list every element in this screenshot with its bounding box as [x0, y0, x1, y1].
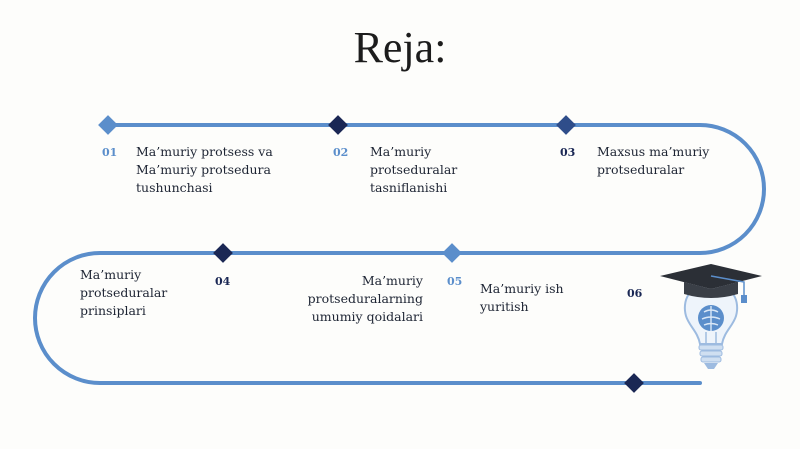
- timeline-node-05: [442, 243, 462, 263]
- timeline-node-06: [624, 373, 644, 393]
- timeline-node-04: [213, 243, 233, 263]
- step-number-01: 01: [102, 146, 118, 159]
- slide-title: Reja:: [353, 23, 447, 72]
- step-number-02: 02: [333, 146, 349, 159]
- step-number-04: 04: [215, 275, 231, 288]
- step-number-06: 06: [627, 287, 643, 300]
- timeline-node-01: [98, 115, 118, 135]
- step-number-05: 05: [447, 275, 463, 288]
- step-number-03: 03: [560, 146, 576, 159]
- timeline-node-02: [328, 115, 348, 135]
- graduation-cap-lightbulb-brain-icon: [660, 264, 762, 369]
- timeline-node-03: [556, 115, 576, 135]
